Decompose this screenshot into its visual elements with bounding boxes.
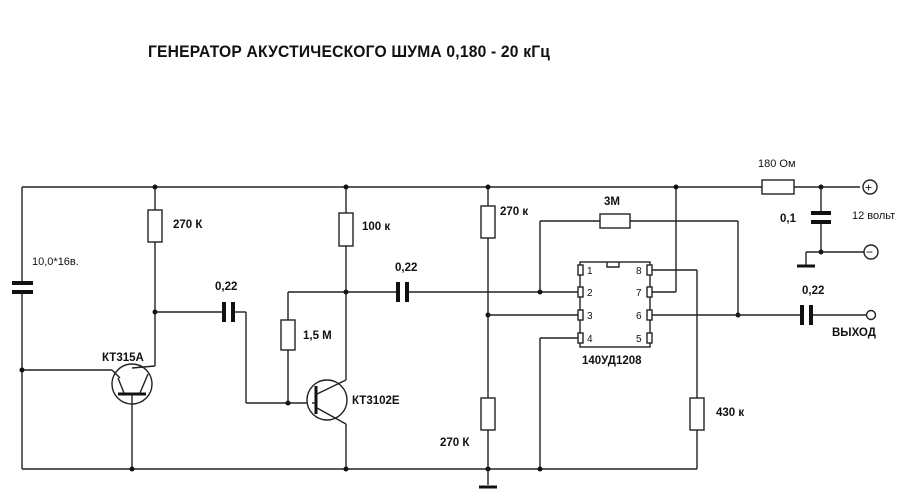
supply-voltage-label: 12 вольт — [852, 210, 895, 222]
minus-sign: − — [866, 245, 873, 259]
ic-pin-5: 5 — [636, 334, 642, 345]
transistor-kt315a-label: КТ315А — [102, 352, 144, 364]
resistor-270k-divider-top-label: 270 к — [500, 206, 528, 218]
resistor-270k-divider-top: 270 к — [480, 187, 528, 398]
resistor-270k-q1: 270 К — [147, 187, 203, 366]
ic-pin-7: 7 — [636, 288, 642, 299]
ic-pin-6: 6 — [636, 311, 642, 322]
output-terminal: ВЫХОД — [832, 309, 877, 339]
ic-pin-8: 8 — [636, 266, 642, 277]
minus-terminal: − — [863, 244, 879, 260]
resistor-1-5m-label: 1,5 М — [303, 330, 332, 342]
op-amp-ic-label: 140УД1208 — [582, 355, 642, 367]
capacitor-01: 0,1 — [780, 187, 831, 252]
output-label: ВЫХОД — [832, 327, 876, 339]
capacitor-10uf-label: 10,0*16в. — [32, 256, 79, 268]
ic-pin-1: 1 — [587, 266, 593, 277]
resistor-180-ohm-label: 180 Ом — [758, 158, 796, 170]
resistor-180-ohm: 180 Ом — [758, 158, 796, 195]
ic-pin-2: 2 — [587, 288, 593, 299]
capacitor-022-output-label: 0,22 — [802, 285, 824, 297]
resistor-430k: 430 к — [652, 269, 744, 469]
capacitor-022-stage: 0,22 — [155, 281, 247, 403]
transistor-kt3102e: КТ3102Е — [306, 379, 400, 469]
resistor-430k-label: 430 к — [716, 407, 744, 419]
op-amp-ic: 1 2 3 4 5 6 7 8 140УД1208 — [577, 261, 653, 367]
resistor-3m: 3М — [539, 196, 739, 315]
capacitor-022-stage-label: 0,22 — [215, 281, 237, 293]
resistor-270k-q1-label: 270 К — [173, 219, 203, 231]
schematic-title: ГЕНЕРАТОР АКУСТИЧЕСКОГО ШУМА 0,180 - 20 … — [148, 42, 551, 61]
ic-pin-4: 4 — [587, 334, 593, 345]
transistor-kt315a: КТ315А — [102, 352, 156, 469]
capacitor-022-output: 0,22 — [800, 285, 866, 325]
capacitor-022-input: 0,22 — [395, 262, 578, 302]
resistor-100k-label: 100 к — [362, 221, 390, 233]
ic-pin-3: 3 — [587, 311, 593, 322]
plus-terminal: + — [862, 179, 878, 195]
resistor-3m-label: 3М — [604, 196, 620, 208]
resistor-270k-divider-bottom-label: 270 К — [440, 437, 470, 449]
capacitor-022-input-label: 0,22 — [395, 262, 417, 274]
resistor-1-5m: 1,5 М — [280, 292, 332, 403]
capacitor-01-label: 0,1 — [780, 213, 797, 225]
resistor-270k-divider-bottom: 270 К — [440, 397, 497, 489]
capacitor-10uf: 10,0*16в. — [12, 187, 79, 469]
transistor-kt3102e-label: КТ3102Е — [352, 395, 400, 407]
resistor-100k: 100 к — [338, 187, 390, 380]
plus-sign: + — [865, 181, 872, 195]
